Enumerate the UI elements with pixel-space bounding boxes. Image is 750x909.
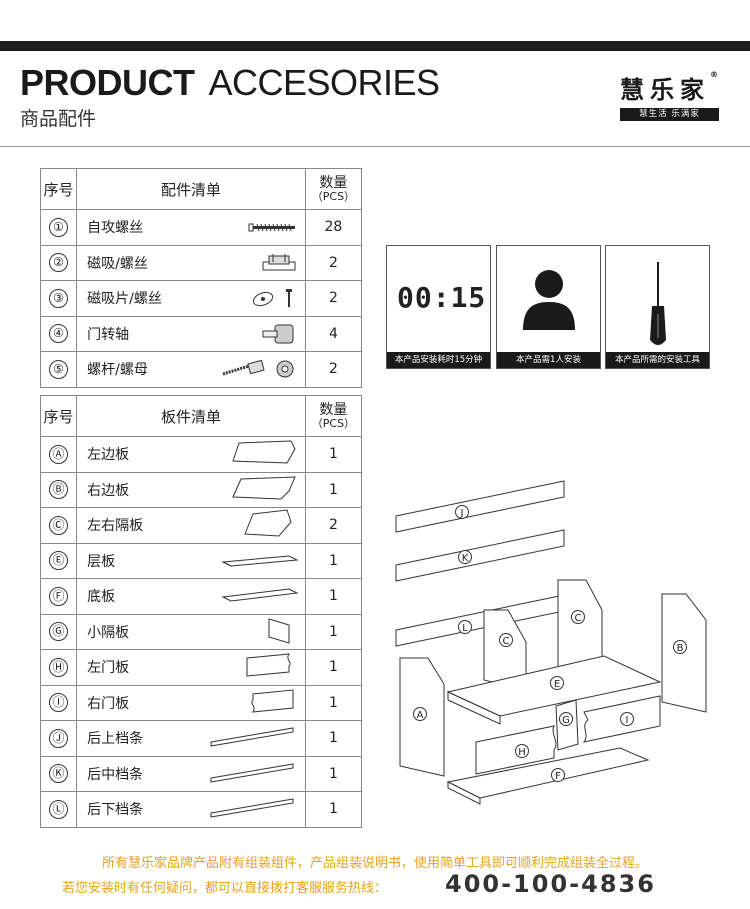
back-bottom-rail-icon [210,798,294,818]
back-top-rail-icon [210,727,294,747]
label-c-left: C [503,636,510,647]
install-people-card: 本产品需1人安装 [496,245,601,369]
rail-l [395,594,565,647]
install-tool-card: 本产品所需的安装工具 [605,245,710,369]
magnet-plate-icon [252,289,292,308]
label-k: K [462,553,469,564]
bottom-panel-icon [221,588,299,602]
bolt-nut-icon [222,359,294,378]
install-time-card: 00:15 本产品安装耗时15分钟 [386,245,491,369]
right-side-panel-icon [232,476,296,500]
table-row: ① 自攻螺丝 28 [39,209,363,246]
panel-b [661,593,707,713]
rail-j [395,480,565,533]
small-divider-icon [268,618,290,644]
screwdriver-icon [650,262,666,345]
left-side-panel-icon [232,440,296,464]
back-middle-rail-icon [210,763,294,783]
label-a: A [417,710,424,721]
label-l: L [462,623,468,634]
table-row: ③ 磁吸片/螺丝 2 [39,280,363,317]
table-row: ④ 门转轴 4 [39,315,363,352]
label-b: B [677,643,684,654]
left-door-icon [246,653,291,677]
table-row: ② 磁吸/螺丝 2 [39,244,363,281]
bottom-f-edge [447,781,481,805]
divider-panel-icon [244,509,292,537]
exploded-assembly-diagram: J K L C C B E A G I H F [395,480,707,805]
door-pivot-icon [262,324,294,344]
rail-k [395,529,565,582]
label-e: E [554,679,560,690]
divider-c-left [483,609,527,691]
label-c-right: C [575,613,582,624]
label-j: J [460,508,464,519]
divider [0,146,750,147]
hotline-number: 400-100-4836 [445,870,656,898]
person-icon [523,270,575,330]
brand-logo: 慧乐家® 慧生活 乐满家 [620,70,719,121]
magnet-catch-icon [262,253,296,271]
shelf-e-edge [447,691,501,725]
screw-icon [248,223,295,232]
label-g: G [562,715,570,726]
label-f: F [555,771,561,782]
footer-note: 所有慧乐家品牌产品附有组装组件，产品组装说明书，使用简单工具即可顺利完成组装全过… [101,856,648,871]
time-display: 00:15 [397,281,487,314]
shelf-panel-icon [221,555,299,567]
footer-hotline-text: 若您安装时有任何疑问，都可以直接拨打客服服务热线： [62,881,388,896]
label-h: H [518,747,526,758]
right-door-icon [251,689,294,713]
accessories-table: 序号 配件清单 数量（PCS） ① 自攻螺丝 28 ② 磁吸/螺丝 2 ③ 磁吸… [39,168,363,388]
table-row: ⑤ 螺杆/螺母 2 [39,351,363,388]
top-bar [0,41,750,51]
label-i: I [626,715,629,726]
page-subtitle: 商品配件 [20,108,97,130]
